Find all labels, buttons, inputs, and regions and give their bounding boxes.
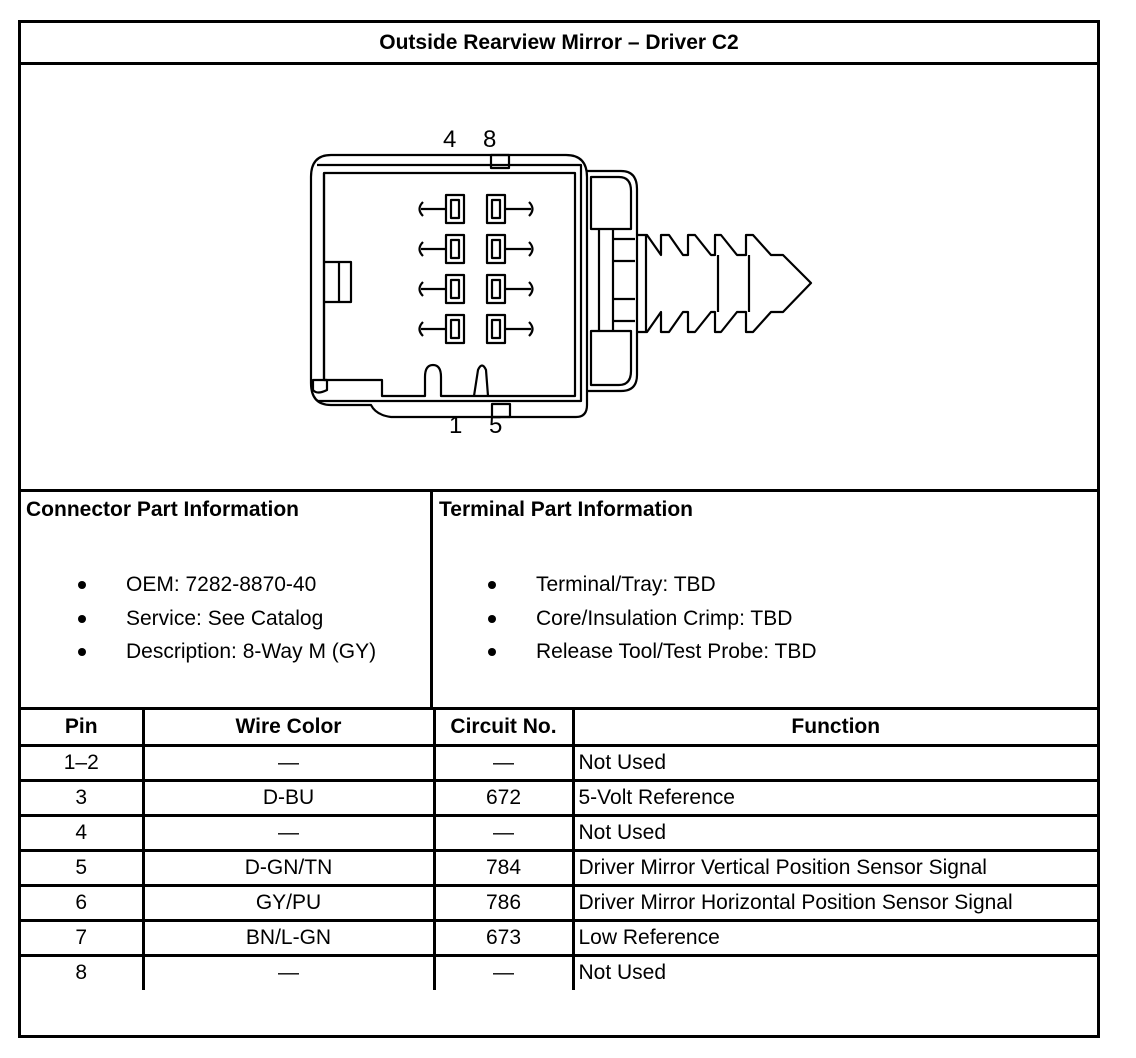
cell-circuit: 673 (432, 918, 575, 957)
cell-pin: 3 (21, 778, 145, 817)
bullet-icon (488, 614, 496, 623)
bullet-icon (488, 648, 496, 656)
cell-wire-color: D-BU (141, 778, 436, 817)
cell-wire-color: — (141, 813, 436, 852)
cell-function: Not Used (571, 813, 1097, 852)
connector-face-drawing: 4 8 1 5 (309, 126, 813, 439)
cell-circuit: 786 (432, 883, 575, 922)
cell-function: Driver Mirror Horizontal Position Sensor… (571, 883, 1097, 922)
cell-function: 5-Volt Reference (571, 778, 1097, 817)
cell-pin: 5 (21, 848, 145, 887)
cell-wire-color: — (141, 953, 436, 990)
cell-wire-color: BN/L-GN (141, 918, 436, 957)
cell-function: Not Used (571, 953, 1097, 990)
table-row: 3 D-BU 672 5-Volt Reference (21, 778, 1097, 817)
terminal-row-1 (418, 193, 534, 225)
connector-part-info-heading: Connector Part Information (26, 498, 300, 521)
pin-label-5: 5 (489, 412, 502, 439)
cell-function: Not Used (571, 743, 1097, 782)
header-circuit-no: Circuit No. (432, 710, 575, 747)
part-information: Connector Part Information OEM: 7282-887… (21, 492, 1097, 710)
cell-pin: 6 (21, 883, 145, 922)
index-tab-bottom (490, 402, 512, 419)
cell-function: Driver Mirror Vertical Position Sensor S… (571, 848, 1097, 887)
cavity-outline (322, 171, 577, 398)
header-wire-color: Wire Color (141, 710, 436, 747)
housing-outline (309, 153, 589, 419)
latch-left (324, 260, 353, 304)
pin-label-4: 4 (443, 126, 456, 153)
terminal-cavities (418, 193, 534, 345)
table-row: 6 GY/PU 786 Driver Mirror Horizontal Pos… (21, 883, 1097, 922)
cell-circuit: — (432, 743, 575, 782)
header-pin: Pin (21, 710, 145, 747)
terminal-row-3 (418, 273, 534, 305)
table-row: 1–2 — — Not Used (21, 743, 1097, 782)
pin-table: Pin Wire Color Circuit No. Function 1–2 … (21, 710, 1097, 990)
cell-wire-color: GY/PU (141, 883, 436, 922)
header-function: Function (571, 710, 1097, 747)
cell-wire-color: — (141, 743, 436, 782)
key-bottom (472, 364, 490, 397)
connector-sheet: Outside Rearview Mirror – Driver C2 4 8 … (18, 20, 1100, 1038)
cell-wire-color: D-GN/TN (141, 848, 436, 887)
table-row: 8 — — Not Used (21, 953, 1097, 990)
bullet-icon (78, 648, 86, 656)
cell-pin: 7 (21, 918, 145, 957)
pin-label-8: 8 (483, 126, 496, 153)
cell-circuit: — (432, 813, 575, 852)
table-row: 5 D-GN/TN 784 Driver Mirror Vertical Pos… (21, 848, 1097, 887)
housing-inner (317, 163, 583, 403)
bullet-icon (78, 581, 86, 589)
table-row: 7 BN/L-GN 673 Low Reference (21, 918, 1097, 957)
cell-pin: 1–2 (21, 743, 145, 782)
table-row: 4 — — Not Used (21, 813, 1097, 852)
terminal-part-info-heading: Terminal Part Information (439, 498, 693, 521)
connector-part-info: Connector Part Information OEM: 7282-887… (21, 492, 433, 707)
cell-function: Low Reference (571, 918, 1097, 957)
bullet-icon (488, 581, 496, 589)
cell-pin: 4 (21, 813, 145, 852)
table-header-row: Pin Wire Color Circuit No. Function (21, 710, 1097, 747)
terminal-row-2 (418, 233, 534, 265)
connector-diagram: 4 8 1 5 (21, 65, 1097, 492)
cell-circuit: 784 (432, 848, 575, 887)
cell-circuit: 672 (432, 778, 575, 817)
clip-housing (587, 169, 639, 393)
bullet-icon (78, 614, 86, 623)
pin-label-1: 1 (449, 412, 462, 439)
index-tab-top (489, 153, 511, 170)
cell-circuit: — (432, 953, 575, 990)
terminal-part-info: Terminal Part Information Terminal/Tray:… (439, 498, 817, 663)
page-title: Outside Rearview Mirror – Driver C2 (21, 23, 1097, 65)
terminal-row-4 (418, 313, 534, 345)
push-pin-fastener (637, 233, 813, 334)
cell-pin: 8 (21, 953, 145, 990)
